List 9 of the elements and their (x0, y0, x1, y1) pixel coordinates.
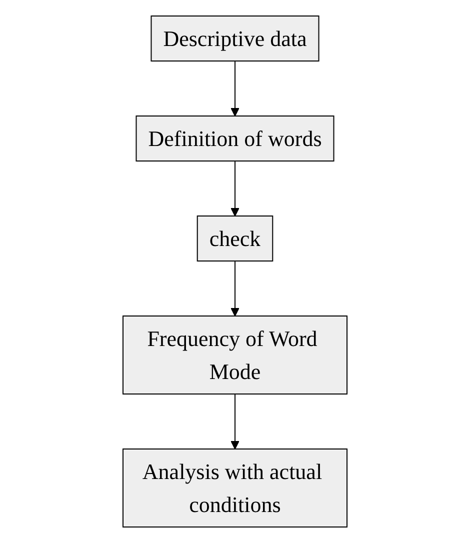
node-box: Analysis with actual conditions (122, 448, 347, 528)
node-box: check (196, 216, 273, 262)
node-box: Definition of words (135, 116, 334, 162)
node-box: Descriptive data (150, 16, 319, 62)
node-box: Frequency of Word Mode (122, 316, 347, 394)
arrow (230, 160, 239, 216)
arrow (230, 394, 239, 450)
arrow (230, 260, 239, 316)
arrow (230, 60, 239, 116)
